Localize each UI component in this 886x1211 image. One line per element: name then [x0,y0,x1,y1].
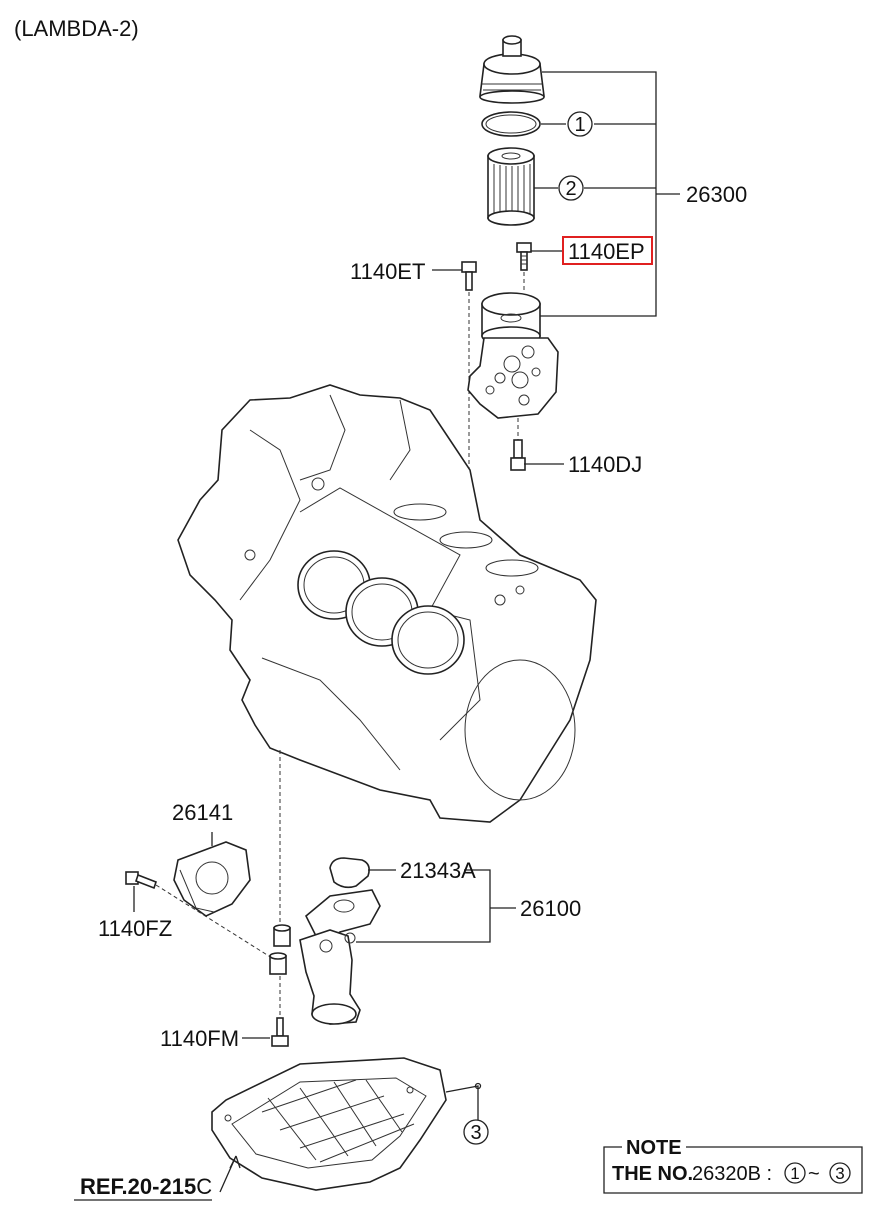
callout-1[interactable]: 1 [567,111,593,137]
label-1140et[interactable]: 1140ET [350,259,425,284]
note-title: NOTE [626,1137,682,1159]
oil-filter-cap [479,35,545,104]
oil-strainer-26100 [299,889,381,1025]
note-from: 1 [790,1164,799,1183]
cover-26141 [173,841,251,917]
svg-text:REF.20-215C: REF.20-215C [80,1174,212,1199]
variant-title: (LAMBDA-2) [14,16,139,41]
spacers [269,924,291,975]
o-ring [481,111,541,137]
ref-suffix: C [196,1174,212,1199]
note-box: NOTE THE NO. 26320B : 1 ~ 3 [603,1137,863,1194]
ref-link[interactable]: REF.20-215C [74,1174,212,1201]
label-26100[interactable]: 26100 [520,896,581,921]
label-26300[interactable]: 26300 [686,182,747,207]
note-to: 3 [835,1164,844,1183]
label-1140fm[interactable]: 1140FM [160,1026,239,1051]
label-1140dj[interactable]: 1140DJ [568,452,642,477]
ref-label: REF.20-215 [80,1174,196,1199]
bolt-1140ep [516,242,532,271]
oil-filter-element [487,147,535,226]
note-part: 26320B : [692,1163,772,1185]
callout-2-text: 2 [565,178,576,200]
bolt-1140dj [510,439,526,471]
callout-1-text: 1 [574,114,585,136]
oil-filter-housing [467,292,559,419]
callout-3-circle [463,1119,489,1145]
callout-2[interactable]: 2 [558,175,584,201]
callout-2-circle [558,175,584,201]
highlight-box [562,236,653,265]
label-26141[interactable]: 26141 [172,800,233,825]
note-to-circle [829,1162,851,1184]
note-tilde: ~ [808,1163,820,1185]
engine-block [177,384,597,823]
callout-3-text: 3 [470,1122,481,1144]
bolt-1140fm [271,1017,289,1047]
oil-pan [211,1057,447,1191]
note-prefix: THE NO. [612,1163,693,1185]
callout-3[interactable]: 3 [463,1119,489,1145]
note-from-circle [784,1162,806,1184]
label-21343a[interactable]: 21343A [400,858,476,883]
bracket-26300 [540,71,657,317]
bolt-1140fz [125,871,157,890]
gasket-21343a [329,857,370,889]
bolt-1140et [461,261,477,291]
callout-1-circle [567,111,593,137]
label-1140fz[interactable]: 1140FZ [98,916,172,941]
label-1140ep[interactable]: 1140EP [568,239,645,264]
